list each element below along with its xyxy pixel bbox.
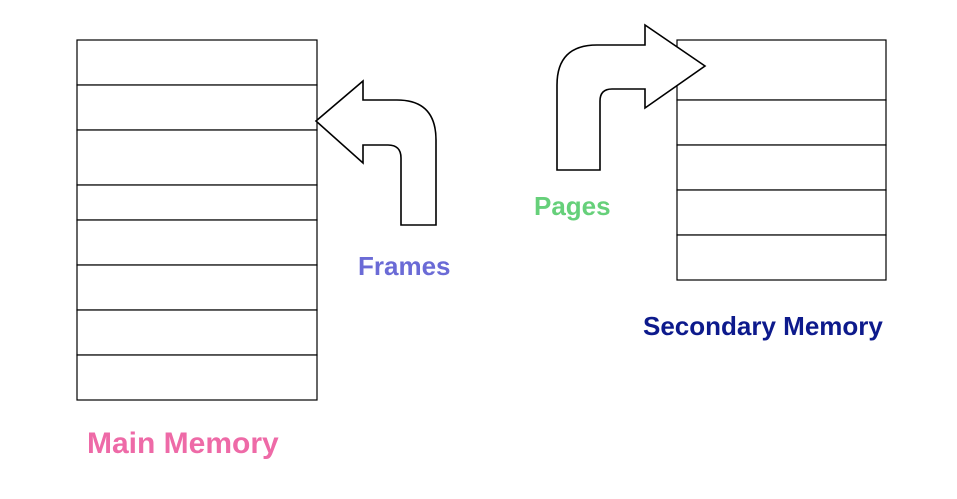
- main-memory-frame-1: [76, 39, 318, 86]
- pages-label: Pages: [534, 191, 611, 221]
- main-memory-frame-2: [76, 84, 318, 131]
- secondary-memory-page-5: [676, 234, 887, 281]
- main-memory-frame-5: [76, 219, 318, 266]
- main-memory-frame-6: [76, 264, 318, 311]
- pages-arrow-icon: [556, 23, 707, 171]
- main-memory-block: [76, 39, 318, 401]
- main-memory-frame-7: [76, 309, 318, 356]
- secondary-memory-block: [676, 39, 887, 281]
- main-memory-label: Main Memory: [87, 427, 279, 460]
- secondary-memory-label: Secondary Memory: [643, 311, 883, 341]
- secondary-memory-page-2: [676, 99, 887, 146]
- main-memory-frame-8: [76, 354, 318, 401]
- main-memory-frame-4: [76, 184, 318, 221]
- frames-arrow-icon: [314, 79, 437, 226]
- secondary-memory-page-1: [676, 39, 887, 101]
- secondary-memory-page-4: [676, 189, 887, 236]
- secondary-memory-page-3: [676, 144, 887, 191]
- main-memory-frame-3: [76, 129, 318, 186]
- frames-label: Frames: [358, 251, 451, 281]
